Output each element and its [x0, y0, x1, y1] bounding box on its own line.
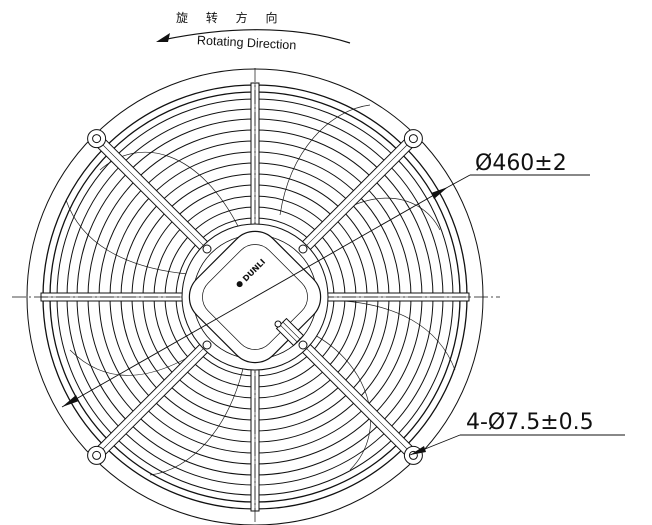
- strut-center-wire: [302, 142, 410, 250]
- rotation-label-chinese: 旋 转 方 向: [176, 10, 284, 25]
- cable-gland: [275, 317, 305, 347]
- hub-screw: [202, 244, 212, 254]
- rotation-direction-indicator: 旋 转 方 向 Rotating Direction: [156, 10, 351, 52]
- rotation-arrow-head: [156, 33, 170, 42]
- diameter-leader: [447, 174, 471, 188]
- hub-screw: [298, 340, 308, 350]
- strut-center-wire: [100, 142, 208, 250]
- strut-center-wire: [302, 344, 410, 452]
- fan-blade-edge: [319, 299, 456, 371]
- fan-blade-edge: [65, 199, 201, 276]
- rotation-arrow-line: [161, 29, 351, 44]
- mounting-hole: [92, 450, 102, 460]
- mounting-hole: [408, 134, 418, 144]
- hub-screw: [274, 320, 282, 328]
- hub-screw: [298, 244, 308, 254]
- mounting-strut: [87, 340, 212, 465]
- hub-screws: [202, 244, 308, 350]
- diameter-dimension-line: [61, 186, 449, 408]
- diameter-dimension: Ø460±2: [61, 151, 590, 408]
- strut-center-wire: [100, 344, 208, 452]
- mounting-hole-arrow-head: [410, 446, 426, 455]
- brand-dot-icon: [236, 281, 243, 288]
- cable-gland-body: [275, 317, 305, 347]
- diameter-arrow-head: [62, 395, 79, 407]
- rotation-label-english: Rotating Direction: [197, 33, 297, 52]
- fan-blade-edge: [304, 329, 371, 471]
- mounting-strut: [298, 340, 423, 465]
- mounting-hole-label: 4-Ø7.5±0.5: [466, 410, 594, 435]
- mounting-hole: [92, 134, 102, 144]
- hub-screw: [202, 340, 212, 350]
- fan-blade-edge: [279, 104, 371, 216]
- diameter-label: Ø460±2: [475, 151, 567, 176]
- diameter-arrow-head: [431, 187, 448, 199]
- mounting-hole-dimension: 4-Ø7.5±0.5: [409, 410, 625, 456]
- fan-blade-edge: [149, 359, 246, 476]
